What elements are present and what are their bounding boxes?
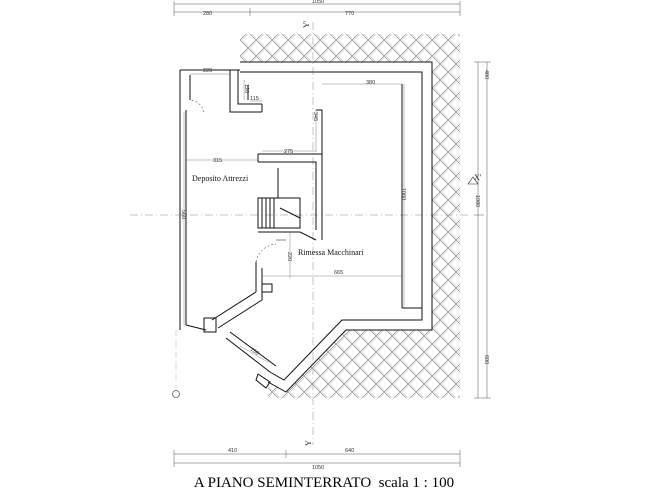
section-mark-y-top: Y'	[302, 20, 311, 28]
dim-560: 560	[180, 210, 186, 219]
dim-345: 345	[312, 112, 318, 121]
dim-top-right: 770	[345, 11, 354, 17]
dim-315: 315	[213, 158, 222, 164]
room-label-rimessa: Rimessa Macchinari	[298, 248, 364, 257]
dim-top-left: 280	[203, 11, 212, 17]
dim-bottom-right: 640	[345, 448, 354, 454]
dim-380: 380	[366, 80, 375, 86]
dim-right-upper: 480	[483, 70, 489, 79]
dim-220: 220	[203, 68, 212, 74]
dim-top-total: 1050	[312, 0, 324, 5]
plan-title: A PIANO SEMINTERRATO	[193, 475, 372, 491]
right-dimensions	[474, 61, 491, 399]
interior-dimensions	[183, 73, 405, 363]
dim-1060: 1060	[400, 188, 406, 200]
plan-scale: scala 1 : 100	[378, 475, 455, 491]
dim-bottom-left: 410	[228, 448, 237, 454]
caption-gap	[371, 475, 379, 491]
dim-right-total: 1080	[474, 195, 480, 207]
bottom-dimensions	[173, 450, 461, 467]
door-swings	[189, 99, 286, 263]
section-arrow-icon	[467, 176, 479, 185]
section-mark-y-bottom: Y	[304, 440, 313, 446]
plan-caption: A PIANO SEMINTERRATO scala 1 : 100	[0, 475, 648, 492]
origin-circle-icon	[172, 390, 180, 398]
walls	[179, 61, 433, 393]
dim-bottom-total: 1050	[312, 465, 324, 471]
dim-120: 120	[243, 84, 249, 93]
dim-right-lower: 600	[483, 355, 489, 364]
dim-665: 665	[334, 270, 343, 276]
top-dimensions	[173, 1, 461, 16]
room-label-deposito: Deposito Attrezzi	[192, 174, 249, 183]
soil-hatch	[240, 34, 460, 398]
dim-115: 115	[250, 96, 259, 102]
section-mark-x-right: X'	[474, 173, 482, 182]
dim-220-door: 220	[286, 252, 292, 261]
dim-150: 150	[249, 347, 260, 357]
dim-275: 275	[284, 149, 293, 155]
